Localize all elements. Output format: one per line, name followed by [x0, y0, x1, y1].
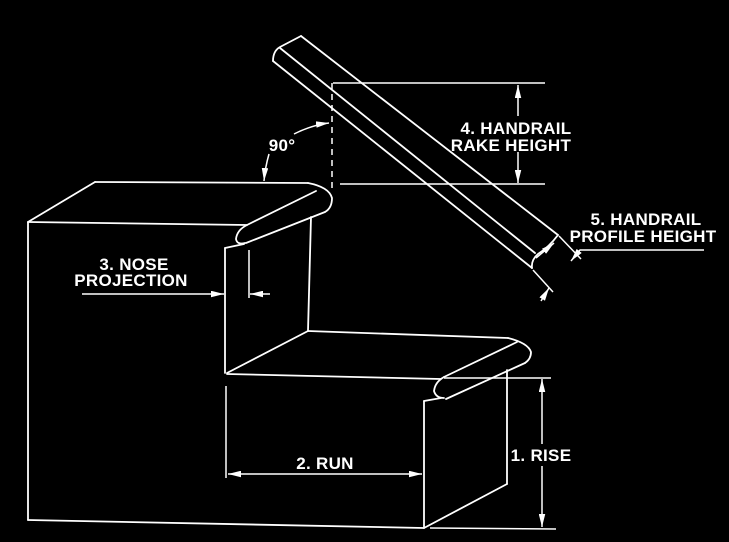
rise-dimension: 1. RISE	[429, 377, 572, 530]
handrail	[272, 35, 559, 269]
label-rake-height-line1: 4. HANDRAIL	[461, 119, 572, 138]
label-rake-height-line2: RAKE HEIGHT	[451, 136, 572, 155]
profile-height-dimension: 5. HANDRAIL PROFILE HEIGHT	[532, 210, 717, 302]
angle-dimension: 90°	[261, 83, 333, 192]
label-nose-projection-line1: 3. NOSE	[99, 255, 168, 274]
label-profile-height-line1: 5. HANDRAIL	[591, 210, 702, 229]
stair-block	[27, 181, 532, 529]
run-dimension: 2. RUN	[225, 386, 422, 478]
label-run: 2. RUN	[296, 454, 354, 473]
nose-projection-dimension: 3. NOSE PROJECTION	[74, 250, 270, 298]
label-rise: 1. RISE	[511, 446, 572, 465]
label-angle: 90°	[269, 136, 296, 155]
label-nose-projection-line2: PROJECTION	[74, 271, 188, 290]
rake-height-dimension: 4. HANDRAIL RAKE HEIGHT	[333, 82, 572, 185]
label-profile-height-line2: PROFILE HEIGHT	[570, 227, 717, 246]
